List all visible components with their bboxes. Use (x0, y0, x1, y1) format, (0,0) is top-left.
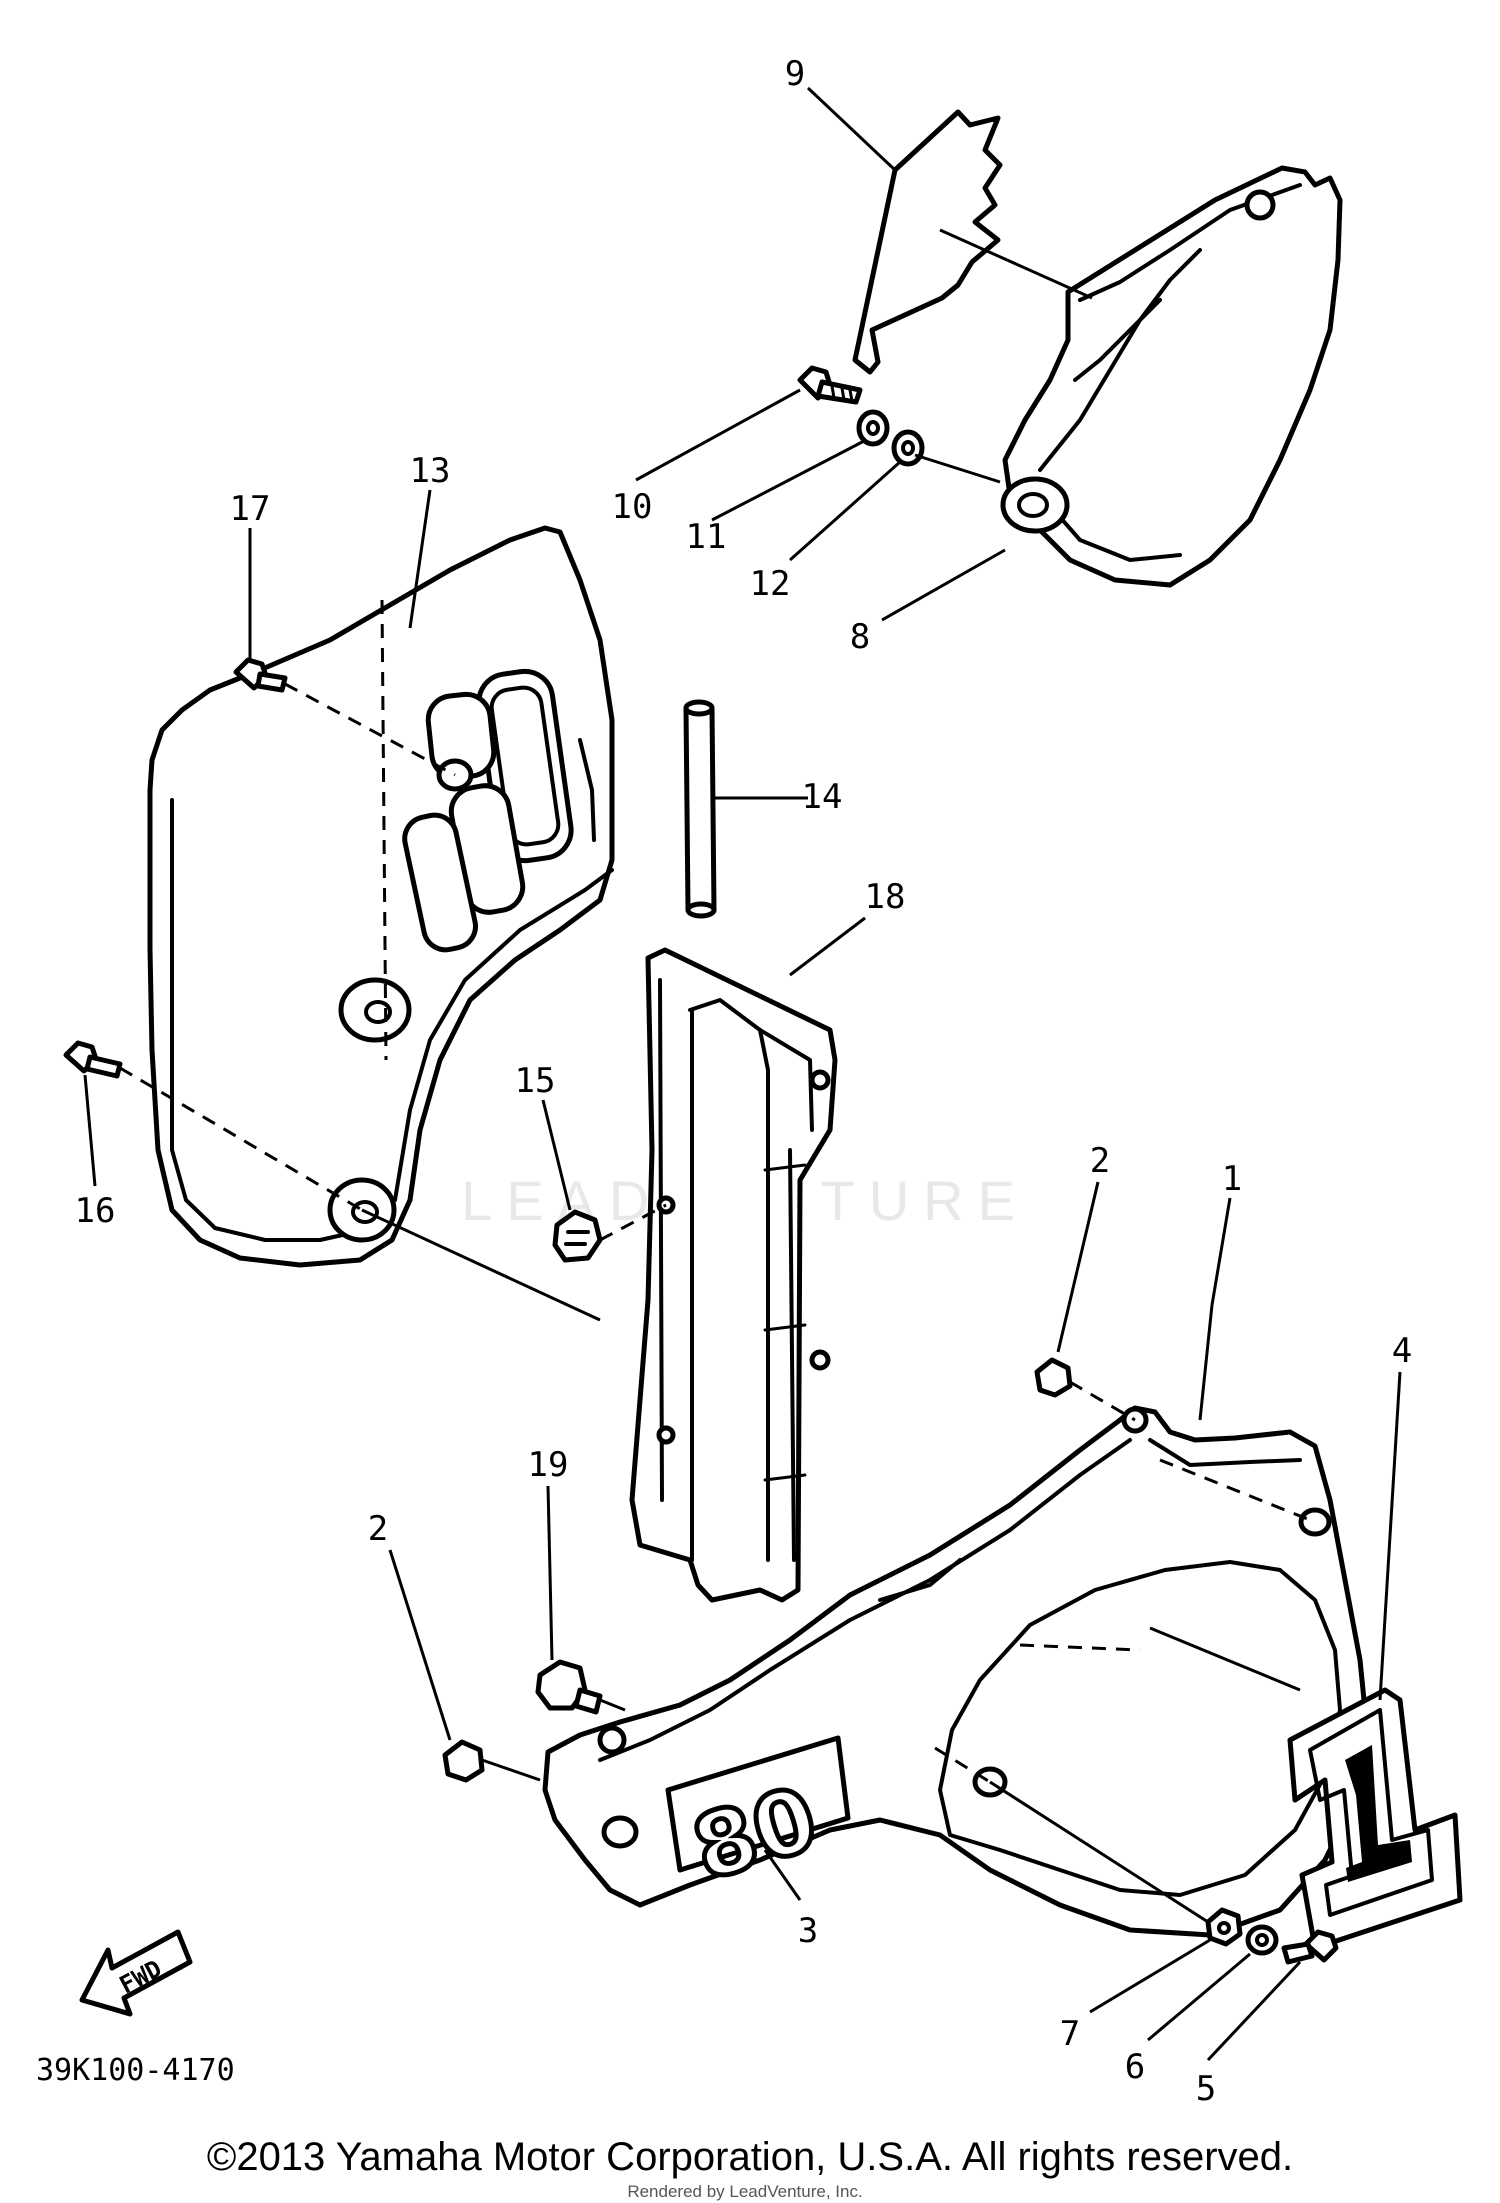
part-2-grommet-upper (1034, 1357, 1073, 1398)
callout-11: 11 (686, 517, 727, 557)
callout-3: 3 (798, 1911, 818, 1951)
part-5-bolt (1281, 1929, 1339, 1965)
callout-4: 4 (1392, 1331, 1412, 1371)
callout-14: 14 (802, 777, 843, 817)
credit-text: Rendered by LeadVenture, Inc. (627, 2182, 862, 2201)
part-9-decal (852, 109, 1003, 375)
callout-2-lower: 2 (368, 1509, 388, 1549)
callout-7: 7 (1060, 2014, 1080, 2054)
callout-6: 6 (1125, 2047, 1145, 2087)
part-2-grommet-lower (442, 1739, 485, 1783)
part-15-clip (552, 1209, 603, 1263)
part-7-nut (1205, 1907, 1243, 1947)
fwd-arrow-icon: FWD (79, 1929, 193, 2017)
part-14-rod (683, 699, 717, 919)
part-11-washer (856, 409, 890, 447)
callout-2-upper: 2 (1090, 1141, 1110, 1181)
callout-16: 16 (75, 1191, 116, 1231)
part-4-decal (1287, 1687, 1463, 1951)
callout-5: 5 (1196, 2069, 1216, 2109)
part-6-washer (1245, 1924, 1279, 1956)
callout-1: 1 (1222, 1159, 1242, 1199)
callout-19: 19 (528, 1445, 569, 1485)
callout-leaders (83, 86, 1402, 2062)
callout-13: 13 (410, 451, 451, 491)
callout-17: 17 (230, 489, 271, 529)
diagram-code: 39K100-4170 (36, 2053, 235, 2088)
callout-numbers: 9 10 11 12 8 13 17 14 18 15 16 1 2 4 19 … (75, 54, 1413, 2109)
callout-18: 18 (865, 877, 906, 917)
part-12-washer (891, 429, 925, 467)
assembly-lines (119, 228, 1316, 1924)
callout-15: 15 (515, 1061, 556, 1101)
callout-10: 10 (612, 487, 653, 527)
part-8-side-cover (1000, 165, 1343, 588)
part-18-guard (629, 947, 838, 1603)
callout-12: 12 (750, 564, 791, 604)
part-19-grommet (535, 1659, 603, 1715)
callout-8: 8 (850, 617, 870, 657)
copyright-text: ©2013 Yamaha Motor Corporation, U.S.A. A… (207, 2135, 1293, 2179)
part-10-bolt (797, 365, 863, 405)
part-17-bolt (233, 657, 288, 693)
part-16-bolt (63, 1040, 123, 1079)
callout-9: 9 (785, 54, 805, 94)
part-13-side-cover (147, 525, 615, 1268)
